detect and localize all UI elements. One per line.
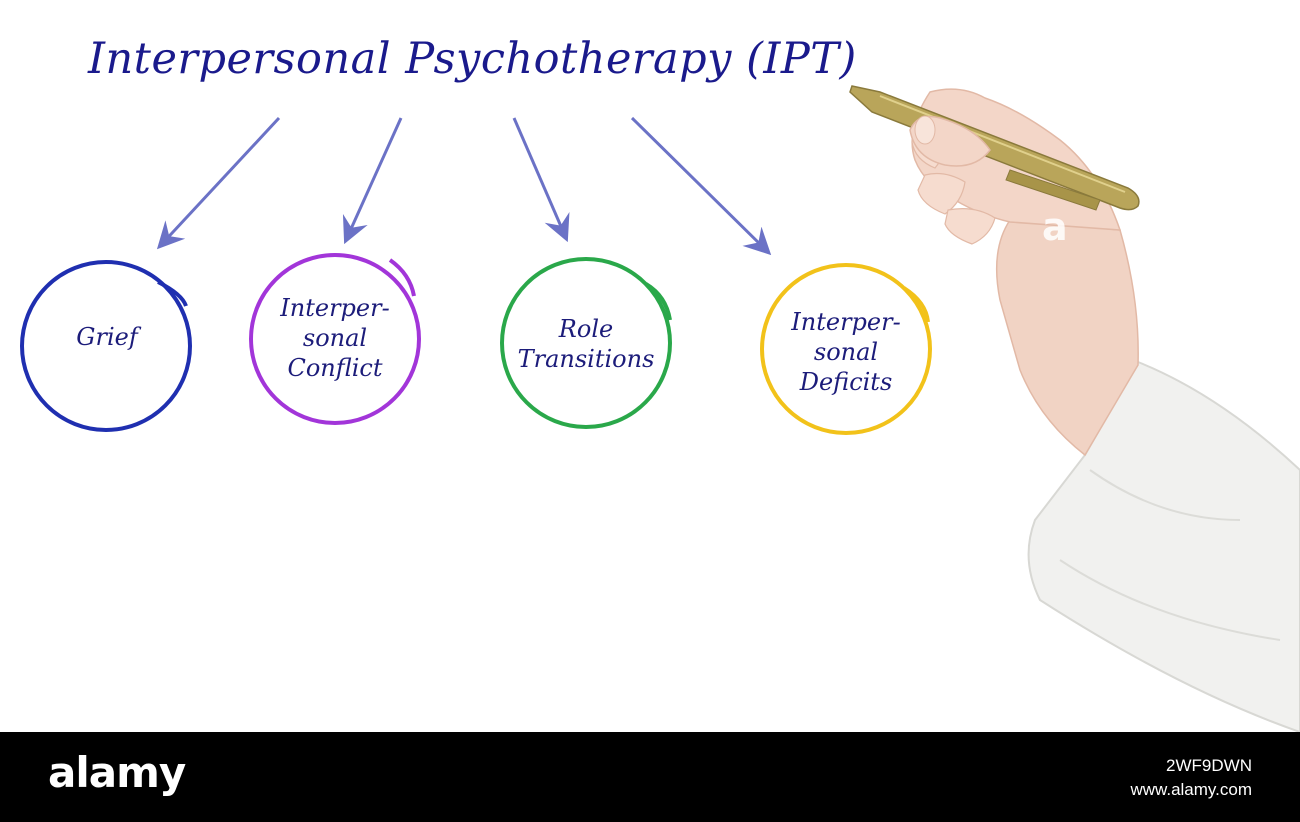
circle-interpersonal-conflict <box>249 253 421 425</box>
footer-url: www.alamy.com <box>1130 780 1252 799</box>
diagram-title: Interpersonal Psychotherapy (IPT) <box>88 34 857 84</box>
circle-grief <box>20 260 192 432</box>
circle-interpersonal-deficits <box>760 263 932 435</box>
node-label-grief: Grief <box>76 323 138 351</box>
lab-coat-sleeve <box>1027 360 1300 732</box>
stock-footer-bar: alamy 2WF9DWN www.alamy.com <box>0 732 1300 822</box>
node-label-interpersonal-deficits: Interper- sonal Deficits <box>791 308 901 396</box>
hand-with-pen-illustration <box>849 85 1300 732</box>
arrow-to-interpersonal-deficits <box>630 116 772 256</box>
arrow-to-role-transitions <box>512 117 570 243</box>
circle-role-transitions <box>500 257 672 429</box>
diagram-canvas: Interpersonal Psychotherapy (IPT) Grief … <box>20 34 1300 732</box>
footer-logo: alamy <box>48 748 186 797</box>
node-label-interpersonal-conflict: Interper- sonal Conflict <box>280 294 390 382</box>
footer-image-id: 2WF9DWN <box>1166 756 1252 775</box>
arrow-to-interpersonal-conflict <box>342 117 403 245</box>
diagram-svg <box>20 85 1300 732</box>
node-label-role-transitions: Role Transitions <box>517 315 655 373</box>
arrow-to-grief <box>156 116 281 250</box>
hand-skin <box>995 219 1139 457</box>
watermark-logo: a <box>1042 205 1068 249</box>
